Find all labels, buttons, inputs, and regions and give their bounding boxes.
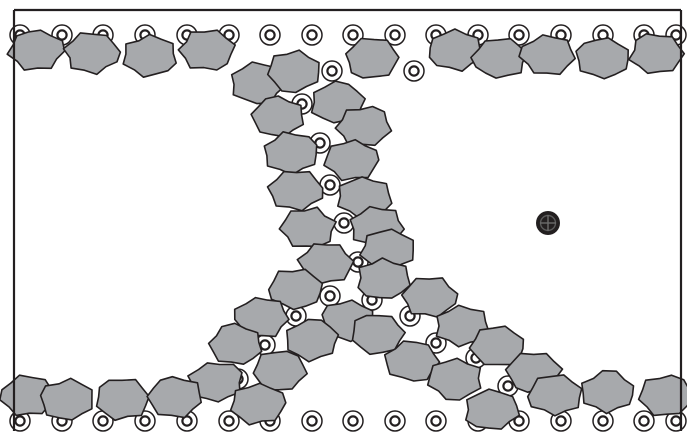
ring-inner [431,416,440,425]
ring-inner [325,180,334,189]
ring-marker [343,411,363,431]
ring-inner [503,381,512,390]
ring-inner [325,291,334,300]
ring-marker [322,61,342,81]
ring-inner [514,30,523,39]
ring-inner [639,416,648,425]
ring-inner [409,66,418,75]
ring-inner [556,416,565,425]
ring-inner [307,416,316,425]
ring-inner [348,30,357,39]
ring-inner [291,311,300,320]
ring-inner [390,30,399,39]
ring-inner [98,416,107,425]
ring-inner [348,416,357,425]
ring-marker [593,411,613,431]
ring-marker [320,286,340,306]
ring-inner [339,218,348,227]
ring-marker [634,411,654,431]
crosshair-marker [536,211,560,235]
ring-inner [307,30,316,39]
ring-marker [385,411,405,431]
ring-marker [302,411,322,431]
ring-inner [671,416,680,425]
ring-marker [426,411,446,431]
ring-marker [302,25,322,45]
ring-inner [353,257,362,266]
ring-inner [57,30,66,39]
ring-inner [224,416,233,425]
ring-inner [260,340,269,349]
ring-marker [404,61,424,81]
ring-inner [265,30,274,39]
ring-inner [598,416,607,425]
ring-inner [431,338,440,347]
ring-inner [140,416,149,425]
ring-marker [260,25,280,45]
marker-layer [536,211,560,235]
ring-inner [390,416,399,425]
ring-inner [327,66,336,75]
ring-inner [15,416,24,425]
